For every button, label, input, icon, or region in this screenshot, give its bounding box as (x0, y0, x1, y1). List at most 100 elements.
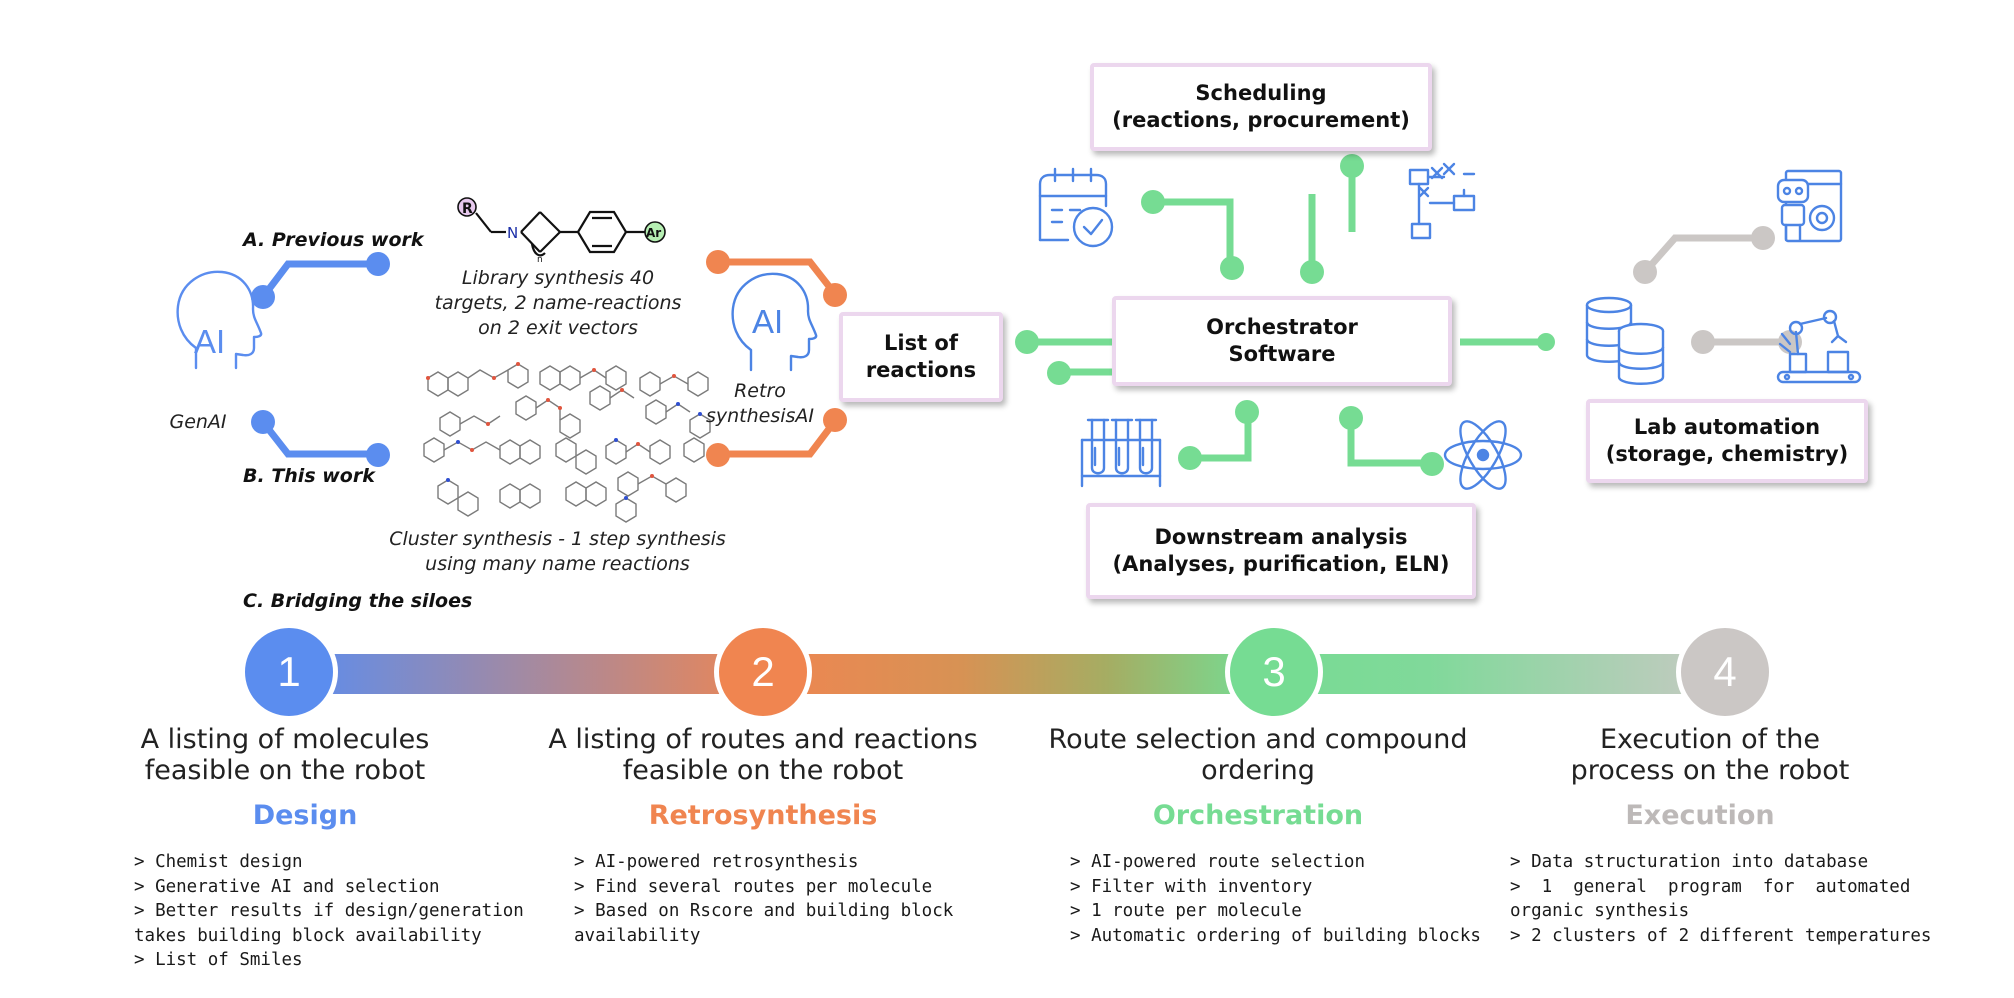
step-4-bullets: > Data structuration into database > 1 g… (1510, 850, 1932, 948)
step-2-heading: A listing of routes and reactions feasib… (538, 724, 988, 786)
node-dot (251, 410, 275, 434)
lab-automation-box: Lab automation (storage, chemistry) (1586, 399, 1868, 483)
phase-design: Design (252, 800, 358, 831)
phase-retrosynthesis: Retrosynthesis (648, 800, 878, 831)
caption-line: Library synthesis 40 (461, 267, 655, 289)
box-line: (reactions, procurement) (1112, 108, 1410, 132)
box-line: Scheduling (1195, 81, 1327, 105)
heading-line: ordering (1201, 755, 1315, 786)
bullet-item: organic synthesis (1510, 901, 1690, 921)
heading-line: feasible on the robot (144, 755, 426, 786)
node-dot (1751, 226, 1775, 250)
robot-arm-icon (1776, 309, 1862, 384)
bullet-item: > Filter with inventory (1070, 876, 1313, 897)
caption-line: targets, 2 name-reactions (434, 292, 682, 314)
ai-head-icon (176, 270, 263, 370)
step-1-heading: A listing of molecules feasible on the r… (100, 724, 470, 786)
step-2-circle: 2 (714, 623, 812, 721)
node-dot (823, 283, 847, 307)
bullet-item: > Automatic ordering of building blocks (1070, 925, 1481, 946)
test-tubes-icon (1080, 418, 1162, 488)
r-group-label: R (462, 201, 473, 217)
node-dot (1178, 446, 1202, 470)
box-line: reactions (865, 358, 977, 382)
node-dot (251, 285, 275, 309)
bullet-item: > Find several routes per molecule (574, 876, 933, 897)
subscript-n: n (537, 255, 543, 265)
bullet-item: > List of Smiles (134, 950, 303, 970)
bullet-item: > Chemist design (134, 852, 303, 872)
panel-a-header: A. Previous work (243, 229, 424, 251)
box-line: (storage, chemistry) (1605, 442, 1849, 466)
scheduling-box: Scheduling (reactions, procurement) (1090, 63, 1432, 151)
bullet-item: > AI-powered route selection (1070, 852, 1366, 872)
node-dot (1691, 330, 1715, 354)
bullet-item: availability (574, 925, 701, 946)
node-dot (1235, 400, 1259, 424)
box-line: Downstream analysis (1154, 525, 1408, 549)
robot-icon (1776, 169, 1843, 243)
box-line: Software (1228, 342, 1336, 366)
box-line: Orchestrator (1206, 315, 1358, 339)
node-dot (1141, 190, 1165, 214)
step-3-bullets: > AI-powered route selection > Filter wi… (1070, 850, 1490, 948)
panel-b-caption: Cluster synthesis - 1 step synthesis usi… (370, 527, 745, 577)
molecule-cluster (423, 363, 711, 523)
node-dot (1220, 256, 1244, 280)
atom-icon (1443, 420, 1523, 490)
downstream-analysis-box: Downstream analysis (Analyses, purificat… (1086, 503, 1476, 599)
calendar-icon (1038, 167, 1114, 248)
step-4-heading: Execution of the process on the robot (1540, 724, 1880, 786)
node-dot (706, 443, 730, 467)
heading-line: A listing of routes and reactions (548, 724, 978, 755)
ai-head-icon (731, 272, 818, 372)
heading-line: feasible on the robot (622, 755, 904, 786)
node-dot (1015, 330, 1039, 354)
heading-line: process on the robot (1570, 755, 1850, 786)
nitrogen-label: N (507, 224, 518, 242)
orchestrator-box: Orchestrator Software (1112, 296, 1452, 386)
step-4-circle: 4 (1676, 623, 1774, 721)
panel-c-header: C. Bridging the siloes (243, 590, 473, 612)
box-line: List of (884, 331, 958, 355)
caption-line: Cluster synthesis - 1 step synthesis (389, 528, 726, 550)
panel-a-caption: Library synthesis 40 targets, 2 name-rea… (418, 266, 698, 341)
list-of-reactions-box: List of reactions (839, 312, 1003, 402)
bullet-item: > AI-powered retrosynthesis (574, 852, 859, 872)
step-1-circle: 1 (240, 623, 338, 721)
node-dot (706, 250, 730, 274)
node-dot (1339, 406, 1363, 430)
step-3-heading: Route selection and compound ordering (1038, 724, 1478, 786)
box-line: (Analyses, purification, ELN) (1112, 552, 1450, 576)
genai-icon-text: AI (194, 323, 225, 360)
lab-connectors (1642, 234, 1790, 346)
node-dot (1047, 361, 1071, 385)
genai-connector-b (260, 419, 380, 458)
r-group-badge (457, 197, 477, 217)
retro-connector-a (718, 258, 838, 458)
node-dot (1340, 154, 1364, 178)
caption-line: on 2 exit vectors (478, 317, 638, 339)
node-dot (1300, 260, 1324, 284)
step-1-bullets: > Chemist design > Generative AI and sel… (134, 850, 524, 973)
bullet-item: > 1 route per molecule (1070, 901, 1302, 921)
step-3-circle: 3 (1225, 623, 1323, 721)
node-dot (1537, 333, 1555, 351)
bullet-item: > Based on Rscore and building block (574, 901, 954, 921)
retro-icon-text: AI (752, 303, 783, 340)
node-dot (1633, 260, 1657, 284)
retro-label: Retro synthesisAI (700, 379, 820, 429)
database-icon (1585, 296, 1665, 385)
heading-line: Execution of the (1600, 724, 1820, 755)
ar-group-badge (644, 221, 666, 243)
flowchart-icon (1408, 162, 1476, 240)
molecule-cluster-nitrogens (446, 402, 702, 500)
ar-group-label: Ar (646, 226, 661, 240)
orchestration-connectors (1026, 166, 1546, 467)
bullet-item: > 1 general program for automated (1510, 876, 1911, 897)
panel-b-header: B. This work (243, 465, 375, 487)
bullet-item: > 2 clusters of 2 different temperatures (1510, 925, 1932, 946)
caption-line: Retro (734, 380, 786, 402)
heading-line: Route selection and compound (1048, 724, 1468, 755)
